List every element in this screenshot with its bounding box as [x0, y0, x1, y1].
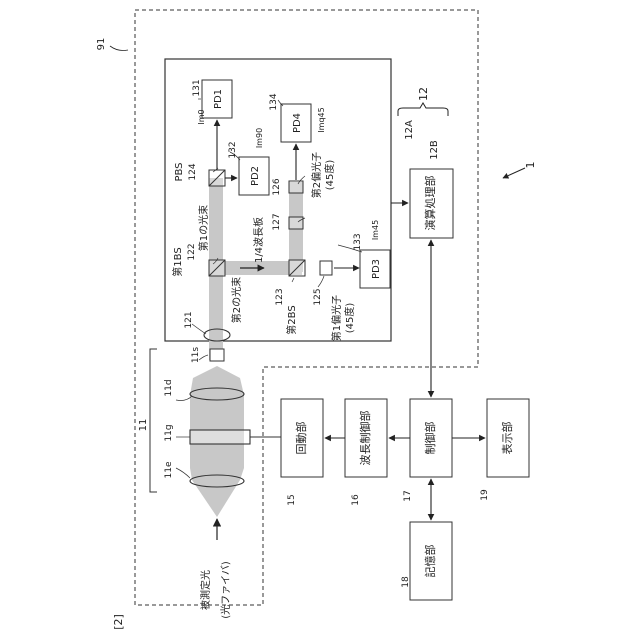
- pd1-signal: Im0: [197, 109, 206, 124]
- pbs-cube: [209, 170, 225, 186]
- polarizer-126: [289, 181, 303, 193]
- sub-12a: 12A: [404, 120, 415, 140]
- beam1-label: 第1の光束: [197, 205, 210, 251]
- pol2-angle: (45度): [323, 160, 336, 191]
- lens-121-ref: 121: [184, 311, 194, 328]
- pd3-ref: 133: [353, 233, 363, 250]
- rotation-ref: 15: [287, 494, 297, 505]
- slit-11s-ref: 11s: [191, 347, 201, 363]
- pd4-label: PD4: [292, 113, 303, 133]
- input-fiber-label: (光ファイバ): [219, 561, 232, 619]
- pbs-label: PBS: [174, 162, 185, 181]
- figure-label: [2]: [112, 614, 125, 630]
- pd2-signal: Im90: [255, 128, 264, 148]
- wavelength-label: 波長制御部: [358, 411, 372, 466]
- group-12-ref: 12: [417, 87, 430, 101]
- control-label: 制御部: [423, 422, 437, 455]
- calc-label: 演算処理部: [423, 176, 437, 231]
- control-ref: 17: [403, 490, 413, 501]
- rotation-label: 回動部: [294, 422, 308, 455]
- pd1-label: PD1: [213, 89, 224, 109]
- unit-91-leader: [110, 46, 128, 51]
- pd4-signal: Imq45: [317, 107, 326, 132]
- pol2-ref: 126: [272, 178, 282, 195]
- brace-12: [398, 103, 448, 116]
- bs1-label: 第1BS: [171, 247, 184, 276]
- waveplate-ref: 127: [272, 213, 282, 230]
- bs2-ref: 123: [275, 288, 285, 305]
- pol1-label: 第1偏光子: [330, 295, 343, 341]
- labels: [2] 91 1 被測定光 (光ファイバ) 11 11e 11g 11d 11s…: [96, 38, 537, 630]
- display-ref: 19: [480, 489, 490, 501]
- slit-11s: [210, 349, 224, 361]
- storage-label: 記憶部: [423, 545, 437, 578]
- wavelength-ref: 16: [351, 494, 361, 506]
- system-ref: 1: [524, 162, 537, 169]
- storage-ref: 18: [401, 576, 411, 588]
- pd4-ref: 134: [269, 93, 279, 110]
- beam2-label: 第2の光束: [230, 277, 243, 323]
- lens-group-ref: 11: [138, 419, 149, 432]
- input-light-label: 被測定光: [199, 570, 212, 610]
- waveplate-label: 1/4波長板: [252, 217, 265, 263]
- waveplate-127: [289, 217, 303, 229]
- bs1-cube: [209, 260, 225, 276]
- pd3-label: PD3: [371, 259, 382, 279]
- bs1-ref: 122: [187, 243, 197, 260]
- bs2-cube: [289, 260, 305, 276]
- display-label: 表示部: [500, 422, 514, 455]
- pol1-ref: 125: [313, 288, 323, 305]
- pd1-ref: 131: [192, 79, 202, 96]
- sub-12b: 12B: [429, 140, 440, 160]
- unit-91-ref: 91: [96, 38, 107, 51]
- pd2-ref: 132: [228, 141, 238, 158]
- lens-11e-ref: 11e: [164, 461, 174, 478]
- pbs-ref: 124: [188, 163, 198, 180]
- pol1-angle: (45度): [343, 303, 356, 334]
- pd2-label: PD2: [250, 166, 261, 186]
- filter-11g: [190, 430, 250, 444]
- pol2-label: 第2偏光子: [310, 152, 323, 198]
- bs2-label: 第2BS: [285, 305, 298, 334]
- system-ref-arrow: [503, 168, 525, 178]
- filter-11g-ref: 11g: [164, 424, 174, 441]
- polarizer-125: [320, 261, 332, 275]
- lens-group-bracket: [150, 349, 157, 492]
- lens-11d-ref: 11d: [164, 379, 174, 396]
- pd3-signal: Im45: [371, 220, 380, 240]
